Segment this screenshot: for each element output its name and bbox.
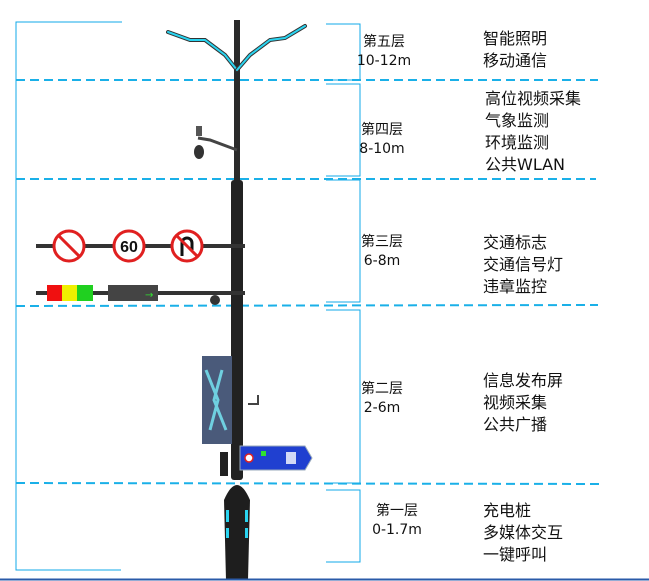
lamp-icon — [166, 24, 307, 72]
layer-1-features: 充电桩 多媒体交互 一键呼叫 — [483, 500, 563, 566]
layer-4-label: 第四层 8-10m — [347, 121, 417, 159]
feature-item: 违章监控 — [483, 277, 548, 296]
feature-item: 信息发布屏 — [483, 371, 564, 390]
layer-name: 第一层 — [376, 503, 418, 519]
feature-item: 交通标志 — [483, 233, 548, 252]
layer-3-features: 交通标志 交通信号灯 违章监控 — [483, 232, 563, 298]
layer-5-features: 智能照明 移动通信 — [483, 28, 547, 72]
camera-icon — [194, 126, 238, 159]
layer-height: 2-6m — [363, 400, 401, 416]
info-screen — [202, 356, 259, 444]
layer-name: 第三层 — [361, 234, 403, 250]
feature-item: 气象监测 — [485, 111, 550, 130]
layer-1-label: 第一层 0-1.7m — [362, 502, 432, 540]
feature-item: 视频采集 — [483, 393, 548, 412]
layer-height: 10-12m — [356, 53, 412, 69]
feature-item: 公共广播 — [483, 415, 548, 434]
layer-2-label: 第二层 2-6m — [347, 380, 417, 418]
feature-item: 充电桩 — [483, 501, 532, 520]
layer-height: 8-10m — [359, 141, 405, 157]
svg-text:→: → — [145, 290, 153, 301]
traffic-light-icon: → — [36, 285, 245, 305]
layer-2-features: 信息发布屏 视频采集 公共广播 — [483, 370, 563, 436]
layer-height: 0-1.7m — [372, 522, 422, 538]
layer-name: 第四层 — [361, 122, 403, 138]
layer-5-label: 第五层 10-12m — [349, 33, 419, 71]
pole — [224, 20, 250, 580]
direction-sign — [220, 445, 313, 476]
feature-item: 交通信号灯 — [483, 255, 564, 274]
layer-3-label: 第三层 6-8m — [347, 233, 417, 271]
traffic-signs — [36, 229, 245, 263]
feature-item: 高位视频采集 — [485, 89, 582, 108]
layer-name: 第二层 — [361, 381, 403, 397]
feature-item: 公共WLAN — [485, 155, 566, 174]
speed-limit-sign: 60 — [120, 239, 138, 256]
layer-4-features: 高位视频采集 气象监测 环境监测 公共WLAN — [485, 88, 581, 176]
feature-item: 移动通信 — [483, 51, 548, 70]
layer-name: 第五层 — [363, 34, 405, 50]
layer-height: 6-8m — [363, 253, 401, 269]
feature-item: 多媒体交互 — [483, 523, 564, 542]
feature-item: 环境监测 — [485, 133, 550, 152]
feature-item: 一键呼叫 — [483, 545, 548, 564]
left-bracket — [15, 21, 122, 571]
feature-item: 智能照明 — [483, 29, 548, 48]
layer-dividers — [15, 79, 603, 485]
layer-brackets — [326, 23, 361, 563]
